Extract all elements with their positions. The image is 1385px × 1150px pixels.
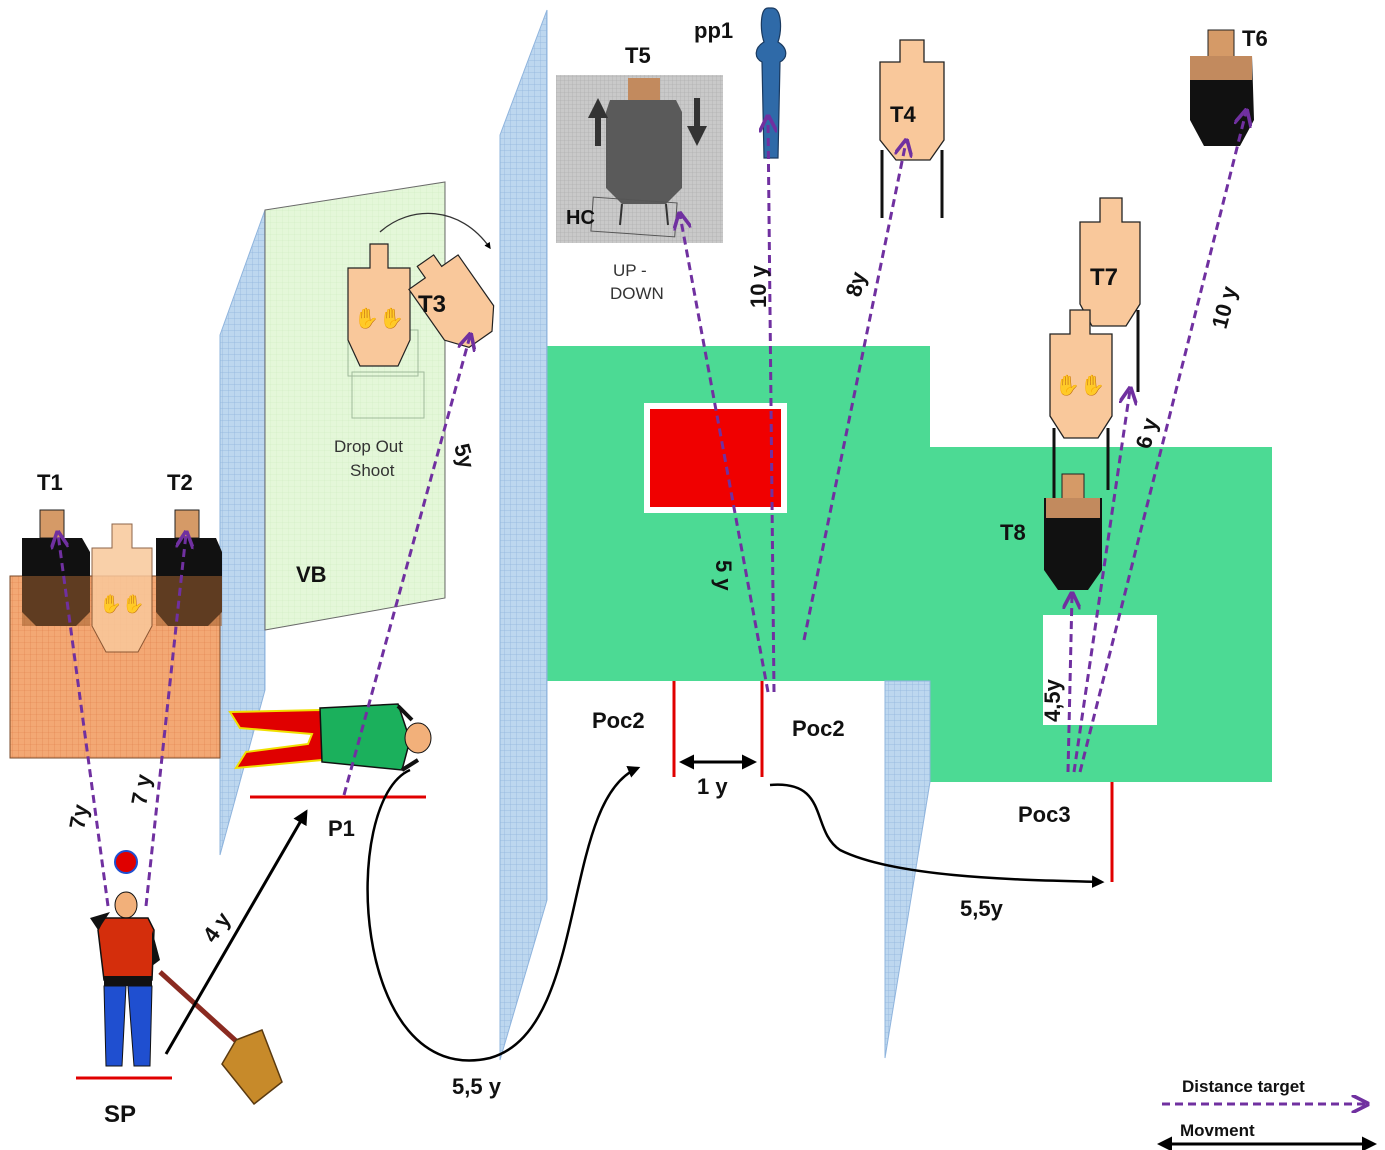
start-position-marker [114, 850, 138, 874]
target-t8 [1044, 473, 1102, 590]
svg-text:✋✋: ✋✋ [1055, 373, 1105, 397]
down-arrow-icon [687, 98, 707, 146]
white-box [1043, 615, 1157, 725]
popper-pp1 [755, 7, 787, 159]
svg-text:✋✋: ✋✋ [354, 306, 404, 330]
right-floor-green [930, 447, 1272, 782]
broom-icon [158, 970, 283, 1106]
sp-label: SP [104, 1101, 136, 1128]
center-floor-green [500, 346, 930, 681]
poc2-to-poc3-arrow [769, 783, 1105, 888]
floor-areas [500, 346, 1272, 782]
poc3-label: Poc3 [1018, 802, 1071, 827]
prone-shooter-figure [228, 703, 432, 772]
pp1-label: pp1 [694, 18, 733, 43]
t5-label: T5 [625, 43, 651, 68]
t1-label: T1 [37, 470, 63, 495]
distance-arrows [58, 112, 1246, 907]
hc-label: HC [566, 207, 595, 229]
t7-label: T7 [1090, 264, 1118, 291]
pp1-distance-arrow [768, 118, 774, 693]
t1-distance-arrow [58, 534, 110, 907]
target-t2 [156, 509, 222, 626]
movement-arrows [164, 754, 1105, 1062]
target-t4 [879, 39, 945, 218]
poc2-to-poc3-label: 5,5y [960, 896, 1004, 921]
t8-label: T8 [1000, 520, 1026, 545]
drop-out-line1: Drop Out [334, 437, 403, 456]
target-t1 [22, 509, 90, 626]
legend: Distance target Movment [1157, 1077, 1377, 1150]
t5-distance-arrow [680, 215, 770, 693]
up-down-line1: UP - [613, 261, 647, 280]
target-t5 [590, 78, 682, 238]
legend-movement-label: Movment [1180, 1121, 1255, 1140]
t1-distance-label: 7y [64, 802, 93, 831]
vb-label: VB [296, 562, 327, 587]
t3-distance-label: 5y [449, 441, 480, 472]
t8-distance-label: 4,5y [1040, 678, 1065, 722]
up-arrow-icon [588, 98, 608, 146]
hostage-no-shoot: ✋✋ [91, 523, 153, 653]
pp1-distance-label: 10 y [746, 264, 771, 308]
poc2-left-label: Poc2 [592, 708, 645, 733]
t3-distance-arrow [342, 336, 470, 796]
t2-distance-label: 7 y [126, 772, 156, 807]
t3-swing-arc [379, 212, 491, 250]
t3-hostage: ✋✋ [347, 243, 411, 367]
t4-label: T4 [890, 102, 916, 127]
red-box [650, 409, 781, 507]
sp-to-p1-arrow [164, 809, 308, 1055]
p1-to-poc2-arrow [366, 766, 641, 1062]
drop-out-line2: Shoot [350, 461, 395, 480]
legend-distance-label: Distance target [1182, 1077, 1305, 1096]
t5-distance-label: 5 y [711, 560, 736, 591]
poc2-right-label: Poc2 [792, 716, 845, 741]
t6-distance-arrow [1078, 112, 1246, 773]
t6-label: T6 [1242, 26, 1268, 51]
vb-panel [264, 181, 446, 631]
t2-distance-arrow [144, 534, 186, 907]
t4-distance-arrow [802, 142, 906, 641]
fault-lines [76, 681, 1114, 1080]
svg-text:✋✋: ✋✋ [100, 593, 145, 614]
target-t7 [1079, 197, 1141, 392]
t7-distance-label: 6 y [1131, 415, 1163, 452]
standing-shooter-figure [90, 891, 160, 1067]
t8-distance-arrow [1068, 595, 1072, 773]
t3-label: T3 [418, 291, 446, 318]
t7-hostage: ✋✋ [1049, 309, 1113, 510]
center-wall [499, 9, 548, 1061]
t4-distance-label: 8y [841, 268, 872, 299]
poc2-gap-label: 1 y [697, 774, 728, 799]
up-down-line2: DOWN [610, 284, 664, 303]
p1-label: P1 [328, 816, 355, 841]
t2-label: T2 [167, 470, 193, 495]
t6-distance-label: 10 y [1207, 283, 1242, 332]
p1-to-poc2-label: 5,5 y [452, 1074, 502, 1099]
